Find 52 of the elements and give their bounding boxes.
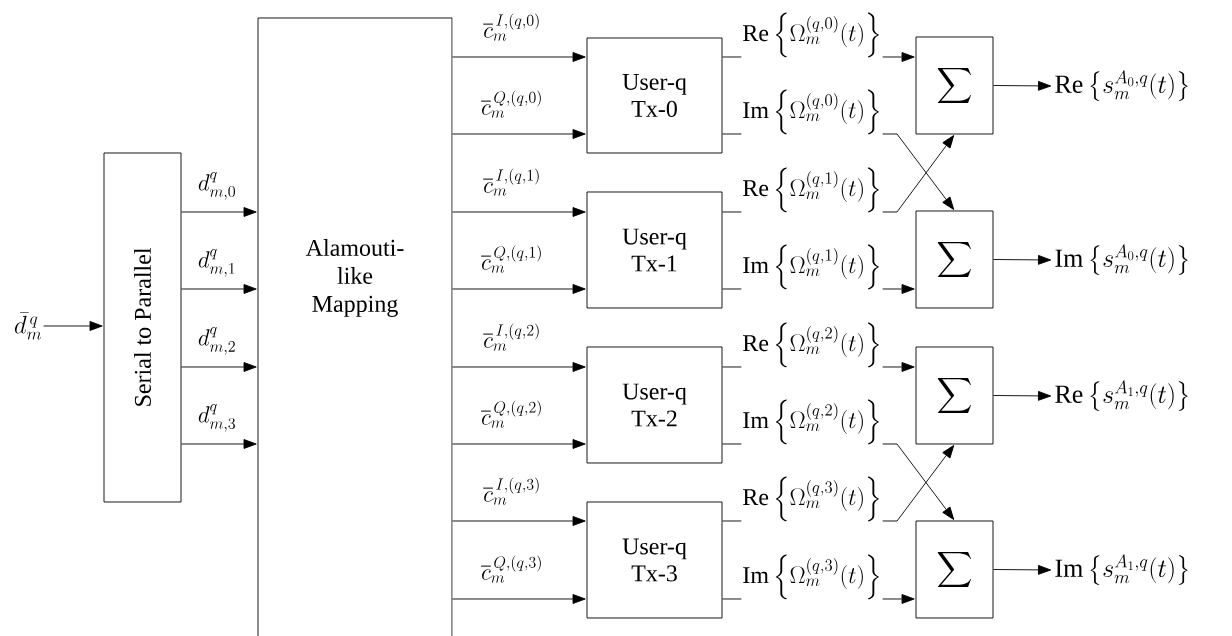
arrow (181, 207, 257, 217)
edge-label: $\overline{c}_m^{\,I,(q,1)}$ (482, 167, 542, 197)
summation-box: $\sum$ (915, 346, 994, 445)
arrow (452, 284, 586, 294)
arrow (452, 439, 586, 449)
edge-label: $\overline{c}_m^{\,I,(q,0)}$ (482, 12, 542, 42)
output-symbol: $\mathrm{Im}\left\{s_m^{A_1,q}(t)\right\}$ (1055, 554, 1188, 586)
edge-label: $\mathrm{Im}\left\{\Omega_m^{(q,0)}(t)\right\}$ (741, 88, 883, 136)
edge-label: $\overline{c}_m^{\,I,(q,2)}$ (482, 322, 542, 352)
arrow (452, 52, 586, 62)
arrow (452, 516, 586, 526)
arrow (181, 362, 257, 372)
summation-box: $\sum$ (915, 36, 994, 135)
arrow (181, 284, 257, 294)
arrow (993, 390, 1052, 401)
mapping-box: Alamouti- like Mapping (257, 17, 453, 636)
arrow (993, 254, 1052, 265)
arrow (181, 439, 257, 449)
summation-box: $\sum$ (915, 210, 994, 309)
edge-label: $d_{m,3}^{q}$ (196, 403, 238, 433)
edge-label: $\mathrm{Re}\left\{\Omega_m^{(q,1)}(t)\right\}$ (741, 166, 883, 214)
arrow (452, 362, 586, 372)
edge-label: $d_{m,0}^{q}$ (196, 171, 238, 201)
edge-label: $\overline{c}_m^{\,Q,(q,0)}$ (480, 89, 544, 119)
edge-label: $\overline{c}_m^{\,Q,(q,1)}$ (480, 244, 544, 274)
arrow (993, 80, 1052, 91)
edge-label: $\mathrm{Im}\left\{\Omega_m^{(q,3)}(t)\right\}$ (741, 553, 883, 601)
edge-label: $d_{m,1}^{q}$ (196, 248, 238, 278)
arrow (452, 129, 586, 139)
transmitter-box: User-q Tx-2 (586, 346, 723, 464)
input-symbol: $\bar{d}_m^{\,q}$ (14, 312, 42, 340)
arrow (452, 207, 586, 217)
edge-label: $\mathrm{Im}\left\{\Omega_m^{(q,2)}(t)\right\}$ (741, 398, 883, 446)
edge-label: $\overline{c}_m^{\,Q,(q,3)}$ (480, 554, 544, 584)
edge-label: $d_{m,2}^{q}$ (196, 326, 238, 356)
transmitter-box: User-q Tx-3 (586, 501, 723, 619)
arrow (452, 594, 586, 604)
arrow (993, 564, 1052, 575)
output-symbol: $\mathrm{Re}\left\{s_m^{A_1,q}(t)\right\}$ (1055, 380, 1188, 412)
edge-label: $\overline{c}_m^{\,Q,(q,2)}$ (480, 399, 544, 429)
edge-label: $\mathrm{Im}\left\{\Omega_m^{(q,1)}(t)\right\}$ (741, 243, 883, 291)
edge-label: $\mathrm{Re}\left\{\Omega_m^{(q,3)}(t)\right\}$ (741, 475, 883, 523)
summation-box: $\sum$ (915, 520, 994, 619)
edge-label: $\overline{c}_m^{\,I,(q,3)}$ (482, 476, 542, 506)
serial-to-parallel-box: Serial to Parallel (103, 152, 182, 503)
edge-label: $\mathrm{Re}\left\{\Omega_m^{(q,0)}(t)\right\}$ (741, 11, 883, 59)
output-symbol: $\mathrm{Im}\left\{s_m^{A_0,q}(t)\right\}$ (1055, 244, 1188, 276)
transmitter-box: User-q Tx-0 (586, 37, 723, 154)
transmitter-box: User-q Tx-1 (586, 191, 723, 309)
arrow (43, 321, 103, 331)
output-symbol: $\mathrm{Re}\left\{s_m^{A_0,q}(t)\right\}$ (1055, 70, 1188, 102)
edge-label: $\mathrm{Re}\left\{\Omega_m^{(q,2)}(t)\right\}$ (741, 321, 883, 369)
